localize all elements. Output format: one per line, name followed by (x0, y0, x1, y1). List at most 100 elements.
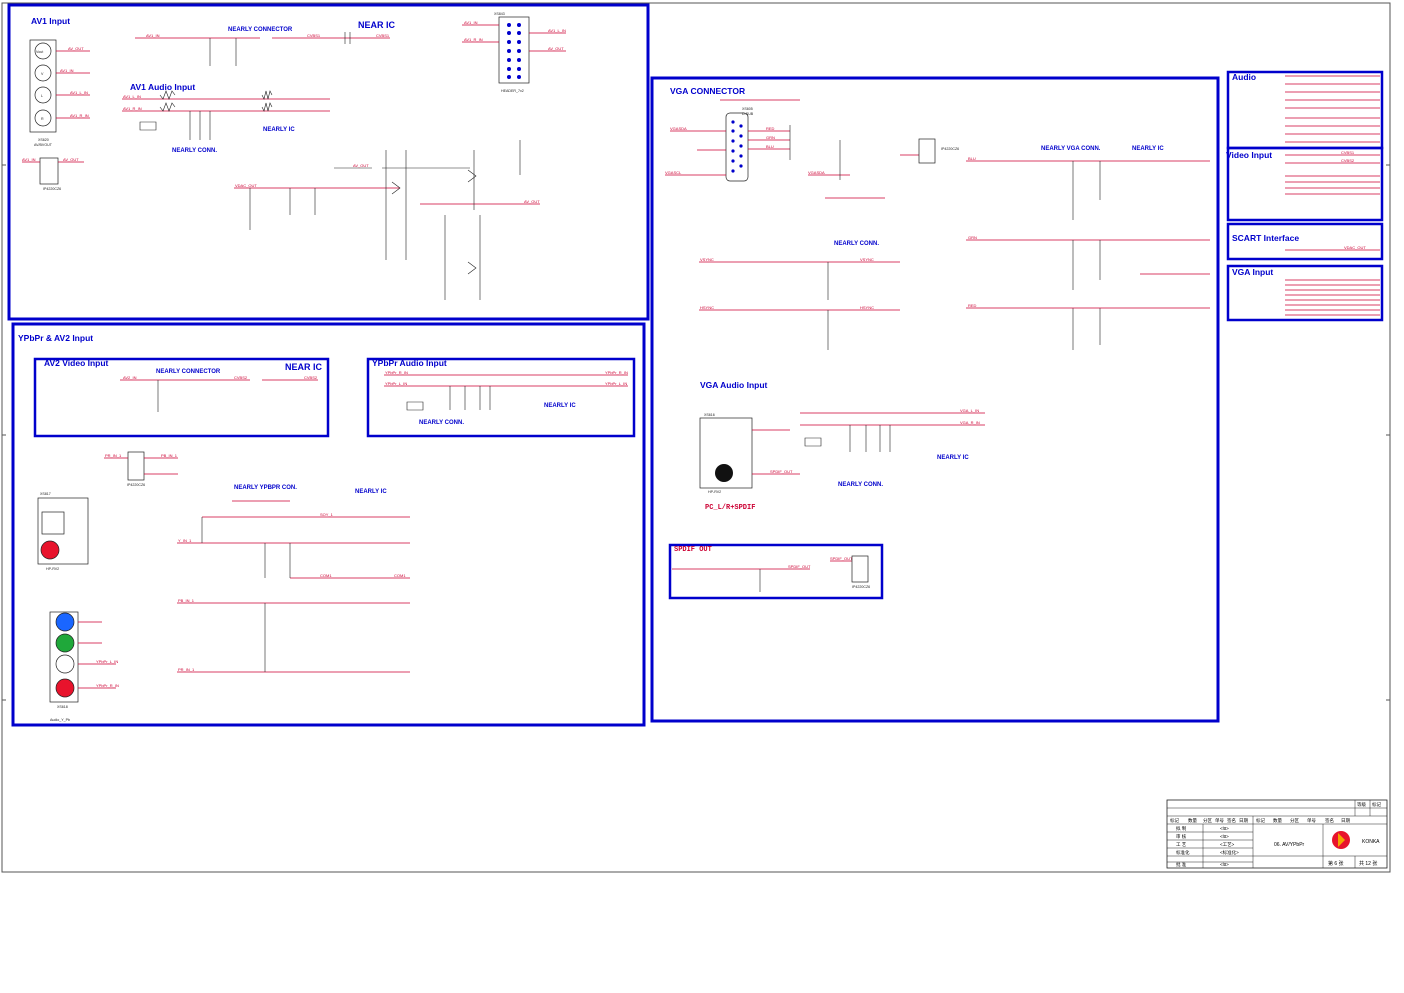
xs843-ref: XS843 (494, 12, 505, 16)
ypbpr-av2-title: YPbPr & AV2 Input (18, 333, 93, 343)
frame-ticks (2, 164, 1390, 701)
dsub-ref: D-SUB (742, 112, 754, 116)
net-pr-in: PR_IN_1 (178, 667, 195, 672)
av-out-jack-ref: AV/BVOUT (34, 143, 53, 147)
net-av1-l-hdr: AV1_L_IN (548, 28, 566, 33)
tb-h1: 数量 (1188, 817, 1197, 824)
ip4220-ref-1: IP4220CZ6 (43, 187, 61, 191)
net-spdif-b: SPDIF_OUT (830, 556, 853, 561)
net-vgasda-a: VGASDA (670, 126, 687, 131)
av2-nearly-connector: NEARLY CONNECTOR (156, 369, 221, 375)
tb-h7: 数量 (1273, 817, 1282, 824)
net-ypbpr-r-b: YPbPr_R_IN (605, 370, 628, 375)
header-7x2: XS843 HEADER_7x2 (494, 12, 530, 93)
net-av2-in: AV2_IN (123, 375, 137, 380)
svg-text:L: L (41, 94, 43, 98)
net-grn-b: GRN (968, 235, 977, 240)
xs817-ref: XS817 (40, 492, 51, 496)
tb-h9: 单号 (1307, 817, 1316, 824)
net-com1: COM1 (320, 573, 332, 578)
ypbpr-audio-title: YPbPr Audio Input (372, 358, 447, 368)
net-av1-l-in-2: AV1_L_IN (123, 94, 141, 99)
drawing-frame (1, 2, 1391, 873)
tb-h6: 标记 (1256, 817, 1265, 824)
svg-text:V: V (41, 72, 44, 76)
xs605-ref: XS605 (742, 107, 753, 111)
block-vga: VGA CONNECTOR NEARLY VGA CONN. NEARLY IC… (650, 76, 1220, 723)
tb-h0: 标记 (1170, 817, 1179, 824)
konka-logo: KONKA (1332, 831, 1380, 849)
svg-text:R: R (41, 117, 44, 121)
xs618-ref: XS618 (57, 705, 68, 709)
ip4220-ref-2: IP4220CZ6 (127, 483, 145, 487)
vga-connector-title: VGA CONNECTOR (670, 86, 745, 96)
net-y-in: Y_IN_1 (178, 538, 192, 543)
net-pr-in-esd: PR_IN_1 (105, 453, 122, 458)
vga-audio-nearly-ic: NEARLY IC (937, 455, 969, 461)
tb-value-3: <标准化> (1220, 849, 1239, 856)
net-av-out-1: AV_OUT (68, 46, 84, 51)
tb-value-4: <ltt> (1220, 862, 1229, 867)
net-cvbs1-box: CVBS1 (1341, 150, 1355, 155)
component-jacks: XS618 Audio_Y_Pb (49, 611, 79, 722)
net-pb-in-esd: PB_IN_1 (161, 453, 178, 458)
net-ypbpr-l-a: YPbPr_L_IN (385, 381, 407, 386)
net-vdac-out-box: VDAC_OUT (1344, 245, 1366, 250)
net-ypbpr-r-a: YPbPr_R_IN (385, 370, 408, 375)
net-av-out-buf2: AV_OUT (353, 163, 369, 168)
tb-value-1: <ltt> (1220, 834, 1229, 839)
net-cvbs1-2: CVBS1 (376, 33, 390, 38)
av1-audio-title: AV1 Audio Input (130, 82, 195, 92)
av1-nearly-connector: NEARLY CONNECTOR (228, 27, 293, 33)
tb-role-1: 审 核 (1176, 833, 1187, 840)
av2-video-title: AV2 Video Input (44, 358, 109, 368)
net-hsync-b: HSYNC (860, 305, 874, 310)
block-ypbpr-av2: YPbPr & AV2 Input AV2 Video Input NEARLY… (11, 322, 646, 727)
hp-rv2-ref-2: HP-RV2 (708, 490, 721, 494)
tb-top-grade: 等级 (1357, 801, 1366, 808)
net-sov: SOY_1 (320, 512, 334, 517)
tb-value-0: <ltt> (1220, 826, 1229, 831)
ypbpr-nearly-ic: NEARLY IC (355, 489, 387, 495)
av1-nearly-ic: NEARLY IC (263, 127, 295, 133)
tb-sheet-total: 共 12 张 (1359, 860, 1377, 867)
tb-drawing-name: 06. AV/YPbPr (1274, 842, 1305, 848)
tb-value-2: <工艺> (1220, 842, 1235, 847)
net-vsync-b: VSYNC (860, 257, 874, 262)
audio-box-title: Audio (1232, 72, 1256, 82)
net-blu-a: BLU (766, 144, 774, 149)
net-av1-l-in-1: AV1_L_IN (70, 90, 88, 95)
ypbpr-audio-nearly-conn: NEARLY CONN. (419, 420, 464, 426)
nearly-vga-conn: NEARLY VGA CONN. (1041, 146, 1101, 152)
tb-h11: 日期 (1341, 818, 1350, 824)
net-av1-in-esd: AV1_IN (22, 157, 36, 162)
spdif-out-title: SPDIF OUT (674, 546, 712, 554)
ip4220-ref-3: IP4220CZ6 (941, 147, 959, 151)
jack-l (55, 654, 75, 674)
vga-audio-nearly-conn: NEARLY CONN. (838, 482, 883, 488)
interface-boxes: Audio Video Input CVBS1 CVBS2 SCART Inte… (1226, 70, 1384, 322)
net-vga-l: VGA_L_IN (960, 408, 979, 413)
net-av-out-buf: AV_OUT (524, 199, 540, 204)
scart-interface-title: SCART Interface (1232, 233, 1299, 243)
jack-y (55, 633, 75, 653)
net-av-out-esd: AV_OUT (63, 157, 79, 162)
tb-h2: 分区 (1203, 817, 1212, 824)
net-blu-b: BLU (968, 156, 976, 161)
block-av1-input: AV1 Input AV1 Audio Input NEARLY CONNECT… (7, 3, 650, 321)
net-av1-r-hdr: AV1_R_IN (464, 37, 483, 42)
header-ref: HEADER_7x2 (501, 89, 524, 93)
net-vsync-a: VSYNC (700, 257, 714, 262)
jack-pr (55, 678, 75, 698)
tb-top-mark: 标记 (1372, 801, 1381, 808)
vga-audio-title: VGA Audio Input (700, 380, 768, 390)
net-vdac-out-1: VDAC_OUT (235, 183, 257, 188)
net-ypbpr-r-jack: YPbPr_R_IN (96, 683, 119, 688)
tb-h3: 单号 (1215, 817, 1224, 824)
pc-lr-spdif: PC_L/R+SPDIF (705, 504, 755, 512)
tb-h4: 签名 (1227, 817, 1236, 824)
ypbpr-audio-nearly-ic: NEARLY IC (544, 403, 576, 409)
av2-near-ic: NEAR IC (285, 362, 323, 372)
net-grn-a: GRN (766, 135, 775, 140)
